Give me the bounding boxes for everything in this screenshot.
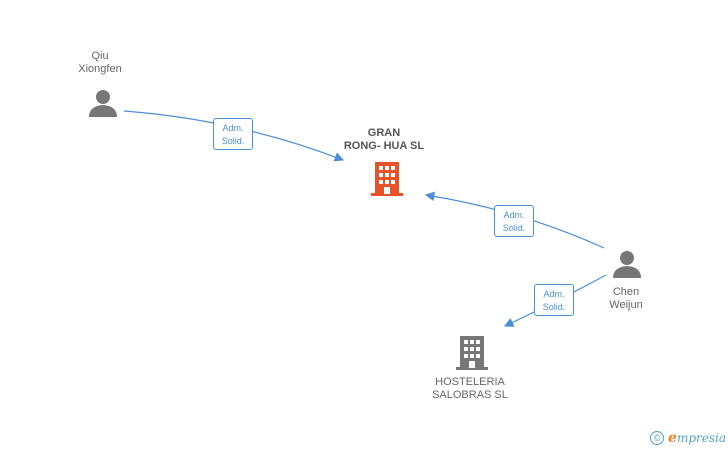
role-badge-line1: Adm. <box>222 123 244 133</box>
building-icon[interactable] <box>456 336 488 370</box>
role-badge-line1: Adm. <box>503 210 525 220</box>
person-qiu-label[interactable]: Qiu Xiongfen <box>70 50 130 76</box>
copyright-icon: © <box>650 431 665 445</box>
brand-logo: empresia <box>668 430 726 446</box>
company-gran-label[interactable]: GRAN RONG- HUA SL <box>334 127 434 153</box>
role-badge-line1: Adm. <box>543 289 565 299</box>
company-hosteleria-label[interactable]: HOSTELERIA SALOBRAS SL <box>418 376 522 402</box>
person-chen-label[interactable]: Chen Weijun <box>596 286 656 312</box>
footer-brand: © empresia <box>650 430 726 446</box>
person-qiu-name-line1: Qiu <box>91 50 109 62</box>
person-chen-name-line2: Weijun <box>609 299 643 311</box>
role-badge-line2: Solid. <box>502 223 526 233</box>
role-badge-chen-hosteleria[interactable]: Adm. Solid. <box>534 284 574 316</box>
company-gran-name-line2: RONG- HUA SL <box>343 140 425 152</box>
company-gran-name-line1: GRAN <box>367 127 401 139</box>
company-hosteleria-name-line1: HOSTELERIA <box>435 376 505 388</box>
person-qiu-name-line2: Xiongfen <box>78 63 122 75</box>
company-hosteleria-name-line2: SALOBRAS SL <box>432 389 508 401</box>
role-badge-line2: Solid. <box>221 136 245 146</box>
person-icon[interactable] <box>612 250 642 278</box>
role-badge-qiu-gran[interactable]: Adm. Solid. <box>213 118 253 150</box>
role-badge-line2: Solid. <box>542 302 566 312</box>
person-icon[interactable] <box>88 89 118 117</box>
person-chen-name-line1: Chen <box>612 286 640 298</box>
building-icon[interactable] <box>371 162 403 196</box>
role-badge-chen-gran[interactable]: Adm. Solid. <box>494 205 534 237</box>
